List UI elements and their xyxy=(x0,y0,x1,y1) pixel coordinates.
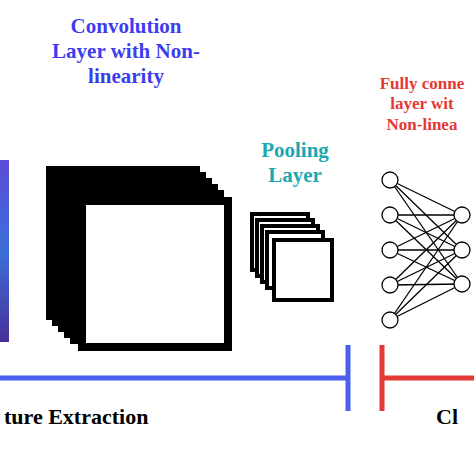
input-image xyxy=(0,160,9,342)
neuron xyxy=(382,312,398,328)
layer-title: Fully conne layer wit Non-linea xyxy=(372,74,472,135)
neuron xyxy=(454,242,470,258)
pooled-maps xyxy=(252,214,332,300)
conv-feature-maps xyxy=(50,170,228,347)
neuron xyxy=(382,277,398,293)
neurons xyxy=(382,172,470,328)
classification-bracket xyxy=(382,345,474,411)
stage-label: ture Extraction xyxy=(4,404,244,430)
neuron xyxy=(382,242,398,258)
neuron xyxy=(382,172,398,188)
feature-map xyxy=(82,201,228,347)
stage-label: Cl xyxy=(436,404,472,430)
layer-title: Convolution Layer with Non-linearity xyxy=(42,14,210,90)
pooled-map xyxy=(274,240,332,300)
neuron xyxy=(454,207,470,223)
neuron xyxy=(454,276,470,292)
neuron xyxy=(382,207,398,223)
layer-title: Pooling Layer xyxy=(250,138,340,188)
fc-connections xyxy=(390,180,462,320)
feature-bracket xyxy=(0,345,348,411)
